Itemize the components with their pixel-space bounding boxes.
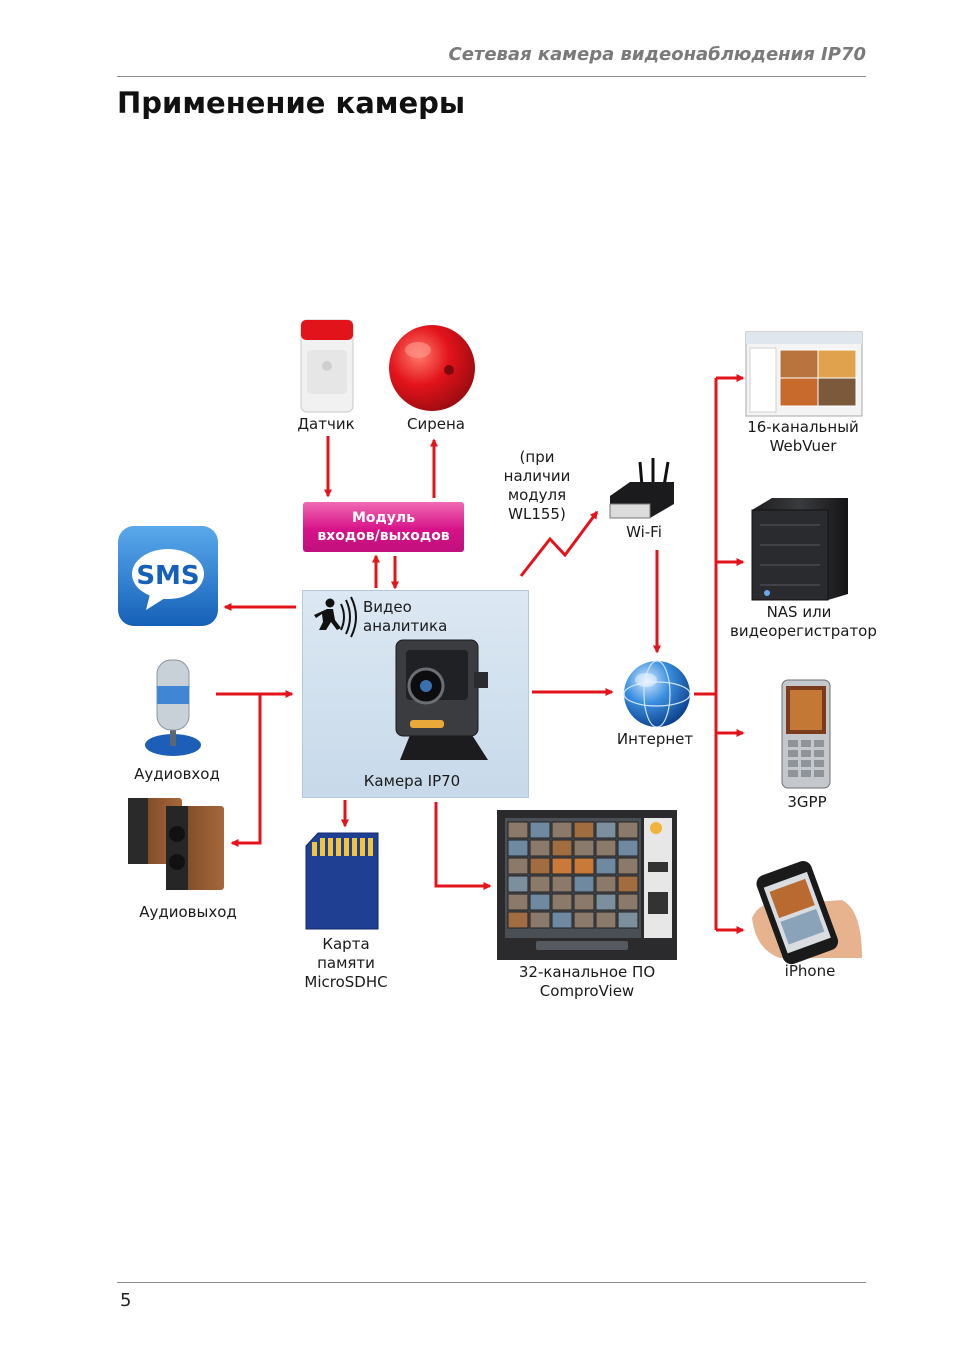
sd-card-icon <box>305 832 379 930</box>
wifi-note-line: модуля <box>507 486 567 504</box>
iphone-icon <box>752 861 862 965</box>
iphone-label: iPhone <box>784 962 836 980</box>
webviewer-line: WebVuer <box>769 437 837 455</box>
phone-icon <box>781 679 831 789</box>
monitor-icon <box>497 810 677 960</box>
arrow-camera-to-monitor <box>434 802 492 890</box>
sms-icon-text: SMS <box>136 561 199 591</box>
webviewer-line: 16-канальный <box>747 418 859 436</box>
wifi-label: Wi-Fi <box>626 523 662 541</box>
running-header: Сетевая камера видеонаблюдения IP70 <box>448 44 866 65</box>
webviewer-label: 16-канальный WebVuer <box>738 418 868 456</box>
globe-icon <box>623 660 691 728</box>
sensor-icon <box>300 319 354 413</box>
nas-line: видеорегистратор <box>730 622 877 640</box>
page-title: Применение камеры <box>117 86 466 120</box>
speakers-icon <box>128 798 224 890</box>
header-rule <box>117 76 866 77</box>
siren-icon <box>389 325 475 411</box>
io-module-line2: входов/выходов <box>317 528 450 544</box>
sd-card-line: памяти <box>317 954 375 972</box>
compro-view-line: ComproView <box>539 982 635 1000</box>
nas-line: NAS или <box>766 603 832 621</box>
sd-card-label: Карта памяти MicroSDHC <box>296 935 396 992</box>
audio-out-label: Аудиовыход <box>139 903 237 921</box>
arrow-wifi-zigzag <box>519 510 599 577</box>
footer-rule <box>117 1282 866 1283</box>
io-module-line1: Модуль <box>351 510 416 526</box>
camera-body-icon <box>395 639 488 760</box>
compro-view-label: 32-канальное ПО ComproView <box>500 963 674 1001</box>
sd-card-line: Карта <box>322 935 370 953</box>
audio-in-label: Аудиовход <box>134 765 220 783</box>
compro-view-line: 32-канальное ПО <box>518 963 656 981</box>
analytics-runner-icon <box>314 596 357 638</box>
analytics-line1: Видео <box>363 598 412 616</box>
io-module-box: Модуль входов/выходов <box>303 502 464 552</box>
internet-label: Интернет <box>616 730 694 748</box>
analytics-line2: аналитика <box>363 617 448 635</box>
sensor-label: Датчик <box>297 415 355 433</box>
arrow-audio-out <box>230 694 262 847</box>
gpp-label: 3GPP <box>787 793 827 811</box>
wifi-note: (при наличии модуля WL155) <box>496 448 578 524</box>
camera-label: Камера IP70 <box>363 772 461 790</box>
wifi-note-line: WL155) <box>508 505 566 523</box>
siren-label: Сирена <box>407 415 465 433</box>
sd-card-line: MicroSDHC <box>304 973 388 991</box>
analytics-label: Видео аналитика <box>363 598 447 636</box>
router-icon <box>609 458 674 519</box>
nas-label: NAS или видеорегистратор <box>730 603 877 641</box>
nas-icon <box>751 498 848 601</box>
wifi-note-line: (при <box>519 448 555 466</box>
webviewer-icon <box>745 331 863 417</box>
microphone-icon <box>145 659 201 756</box>
wifi-note-line: наличии <box>503 467 571 485</box>
page-number: 5 <box>120 1290 132 1311</box>
sms-icon <box>118 526 218 626</box>
